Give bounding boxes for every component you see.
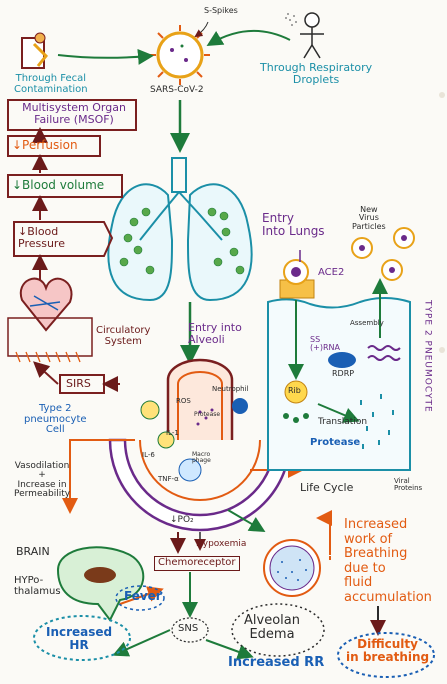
entry-lungs-label: Entry Into Lungs [262, 211, 325, 238]
virus-name-label: SARS-CoV-2 [150, 85, 204, 95]
sneezing-person-icon [285, 12, 324, 59]
increased-hr-cloud [33, 615, 131, 661]
circulatory-system-label: Circulatory System [96, 325, 151, 347]
brain-icon [56, 546, 145, 622]
notebook-margin [439, 92, 445, 353]
fever-label: Fever [124, 589, 162, 603]
rdrp-label: RDRP [332, 369, 355, 378]
tnf-label: TNF-α [158, 475, 179, 483]
type2-pneumocyte-panel [267, 259, 411, 471]
protease-alveolus-label: Protease [194, 411, 221, 418]
chemoreceptor-label: Chemoreceptor [154, 556, 240, 571]
ros-label: ROS [176, 397, 191, 405]
perfusion-label: ↓Perfusion [12, 138, 78, 152]
hypothalamus-label: HYPo- thalamus [14, 575, 61, 597]
lungs-illustration [107, 157, 253, 302]
msof-box [7, 99, 137, 131]
alveolar-edema-label: Alveolan Edema [244, 613, 300, 642]
new-virus-particles-icon [351, 227, 415, 281]
entry-alveoli-label: Entry into Alveoli [188, 321, 242, 346]
type2-cell-label: Type 2 pneumocyte Cell [24, 403, 87, 435]
sns-label: SNS [178, 623, 199, 634]
sirs-label: SIRS [66, 377, 91, 390]
fecal-contamination-label: Through Fecal Contamination [14, 73, 88, 95]
il6-label: IL-6 [142, 451, 155, 459]
neutrophil-label: Neutrophil [212, 385, 249, 393]
translation-label: Translation [318, 417, 368, 427]
life-cycle-label: Life Cycle [300, 481, 354, 494]
ace2-label: ACE2 [318, 267, 345, 278]
edema-alveolus-illustration [263, 539, 321, 597]
type2-pneumocyte-vertical-label: TYPE 2 PNEUMOCYTE [422, 300, 433, 413]
vasodilation-label: Vasodilation + Increase in Permeability [14, 461, 71, 500]
hypoxemia-label: Hypoxemia [196, 539, 247, 549]
blood-volume-label: ↓Blood volume [12, 178, 105, 192]
new-virus-particles-label: New Virus Particles [352, 205, 386, 231]
blood-pressure-box [13, 221, 114, 257]
viral-proteins-label: Viral Proteins [394, 477, 423, 493]
blood-volume-box [7, 174, 123, 198]
difficulty-breathing-label: Difficulty in breathing [346, 637, 430, 664]
sars-cov-2-virus-icon [150, 25, 210, 85]
alveolus-illustration [108, 358, 292, 532]
respiratory-droplets-label: Through Respiratory Droplets [260, 61, 373, 86]
msof-label: Multisystem Organ Failure (MSOF) [22, 101, 126, 126]
protease-label: Protease [310, 437, 361, 448]
spikes-label: S-Spikes [204, 6, 238, 15]
perfusion-box [7, 135, 101, 157]
brain-label: BRAIN [16, 545, 50, 558]
heart-icon [19, 277, 73, 332]
increased-hr-label: Increased HR [46, 625, 113, 652]
work-of-breathing-label: Increased work of Breathing due to fluid… [344, 517, 432, 605]
il1-label: IL-1 [166, 429, 179, 437]
po2-label: ↓PO₂ [170, 515, 194, 525]
assembly-label: Assembly [350, 319, 384, 327]
increased-rr-label: Increased RR [228, 655, 325, 670]
rib-label: Rib [288, 386, 301, 395]
blood-pressure-label: ↓Blood Pressure [18, 225, 65, 250]
toilet-person-icon [21, 32, 49, 69]
ss-rna-label: SS (+)RNA [310, 335, 340, 353]
macrophage-label: Macro phage [192, 451, 211, 465]
